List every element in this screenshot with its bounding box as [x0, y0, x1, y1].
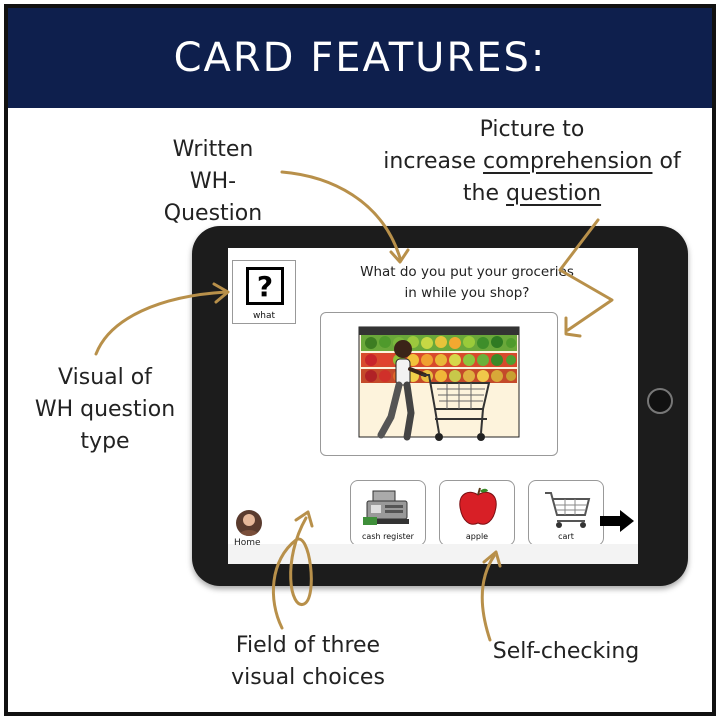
annotation-text: increase: [383, 149, 484, 174]
question-line: What do you put your groceries: [360, 264, 574, 280]
page-title: CARD FEATURES:: [173, 35, 547, 81]
annotation-visual-wh: Visual of WH question type: [20, 362, 190, 458]
apple-icon: [459, 487, 497, 525]
annotation-line: visual choices: [231, 665, 385, 690]
header-banner: CARD FEATURES:: [8, 8, 712, 108]
annotation-line: Field of three: [235, 633, 381, 658]
annotation-line: Picture to: [479, 117, 585, 142]
annotation-field-choices: Field of three visual choices: [208, 630, 408, 694]
annotation-line: Written: [172, 137, 254, 162]
next-arrow-icon[interactable]: [600, 510, 634, 532]
cash-register-icon: [363, 490, 409, 525]
annotation-line: Visual of: [58, 365, 152, 390]
annotation-underlined: comprehension: [483, 149, 653, 174]
choice-cash-register[interactable]: cash register: [350, 480, 426, 546]
annotation-line: the question: [362, 178, 702, 210]
choice-label: apple: [465, 532, 489, 541]
choice-cart[interactable]: cart: [528, 480, 604, 546]
avatar[interactable]: [236, 510, 262, 536]
grocery-shopping-illustration: [358, 326, 520, 441]
choice-label: cash register: [362, 532, 414, 541]
annotation-text: of: [652, 149, 681, 174]
tablet-device: ? what What do you put your groceries in…: [192, 226, 688, 586]
annotation-line: WH- Question: [163, 169, 263, 226]
cart-icon: [545, 492, 591, 528]
question-mark-icon: ?: [246, 267, 284, 305]
annotation-line: WH question: [34, 397, 176, 422]
wh-label: what: [252, 311, 276, 321]
tablet-screen: ? what What do you put your groceries in…: [228, 248, 638, 564]
annotation-line: increase comprehension of: [362, 146, 702, 178]
avatar-portrait-icon: [239, 514, 259, 536]
annotation-written-question: Written WH- Question: [138, 134, 288, 230]
bottom-strip: [228, 544, 638, 564]
question-picture: [320, 312, 558, 456]
annotation-text: the: [462, 181, 507, 206]
wh-question-type-card: ? what: [232, 260, 296, 324]
home-label[interactable]: Home: [234, 538, 261, 548]
annotation-underlined: question: [506, 181, 602, 206]
choice-label: cart: [558, 532, 574, 541]
annotation-self-checking: Self-checking: [492, 639, 640, 664]
annotation-line: type: [80, 429, 130, 454]
annotation-picture: Picture to increase comprehension of the…: [362, 114, 702, 210]
choice-apple[interactable]: apple: [439, 480, 515, 546]
tablet-home-button[interactable]: [647, 388, 673, 414]
question-line: in while you shop?: [404, 285, 530, 301]
question-text: What do you put your groceries in while …: [322, 262, 612, 304]
